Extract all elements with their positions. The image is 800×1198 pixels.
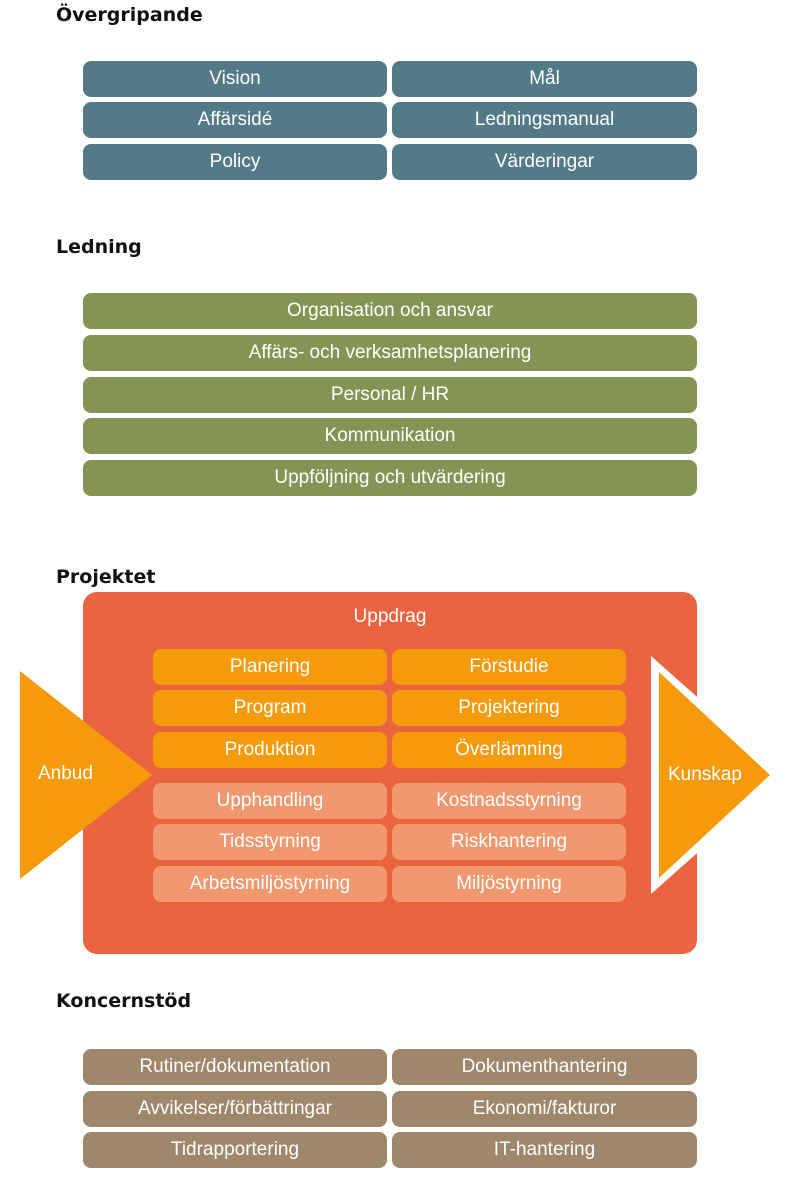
input-arrow-label: Anbud — [38, 763, 93, 784]
support-item-deviations: Avvikelser/förbättringar — [83, 1091, 387, 1127]
control-item-cost-control: Kostnadsstyrning — [392, 783, 626, 819]
phase-item-program: Program — [153, 690, 387, 726]
control-item-environment: Miljöstyrning — [392, 866, 626, 902]
overall-item-business-idea: Affärsidé — [83, 102, 387, 138]
output-arrow-fill — [659, 672, 770, 878]
section-title-overall: Övergripande — [56, 4, 203, 26]
section-title-management: Ledning — [56, 236, 142, 258]
phase-item-design: Projektering — [392, 690, 626, 726]
phase-item-production: Produktion — [153, 732, 387, 768]
management-item-organisation: Organisation och ansvar — [83, 293, 697, 329]
support-item-document-management: Dokumenthantering — [392, 1049, 697, 1085]
section-title-project: Projektet — [56, 566, 156, 588]
management-item-communication: Kommunikation — [83, 418, 697, 454]
input-arrow-shape — [20, 671, 152, 879]
support-item-it: IT-hantering — [392, 1132, 697, 1168]
control-item-risk-management: Riskhantering — [392, 824, 626, 860]
control-item-procurement: Upphandling — [153, 783, 387, 819]
phase-item-handover: Överlämning — [392, 732, 626, 768]
management-item-planning: Affärs- och verksamhetsplanering — [83, 335, 697, 371]
overall-item-management-manual: Ledningsmanual — [392, 102, 697, 138]
management-item-hr: Personal / HR — [83, 377, 697, 413]
assignment-label: Uppdrag — [353, 606, 427, 627]
control-item-work-environment: Arbetsmiljöstyrning — [153, 866, 387, 902]
overall-item-goal: Mål — [392, 61, 697, 97]
overall-item-vision: Vision — [83, 61, 387, 97]
output-arrow-label: Kunskap — [668, 764, 742, 785]
management-item-follow-up: Uppföljning och utvärdering — [83, 460, 697, 496]
support-item-finance: Ekonomi/fakturor — [392, 1091, 697, 1127]
overall-item-policy: Policy — [83, 144, 387, 180]
section-title-group-support: Koncernstöd — [56, 990, 192, 1012]
phase-item-pre-study: Förstudie — [392, 649, 626, 685]
support-item-routines: Rutiner/dokumentation — [83, 1049, 387, 1085]
overall-item-values: Värderingar — [392, 144, 697, 180]
support-item-time-reporting: Tidrapportering — [83, 1132, 387, 1168]
control-item-time-control: Tidsstyrning — [153, 824, 387, 860]
phase-item-planning: Planering — [153, 649, 387, 685]
